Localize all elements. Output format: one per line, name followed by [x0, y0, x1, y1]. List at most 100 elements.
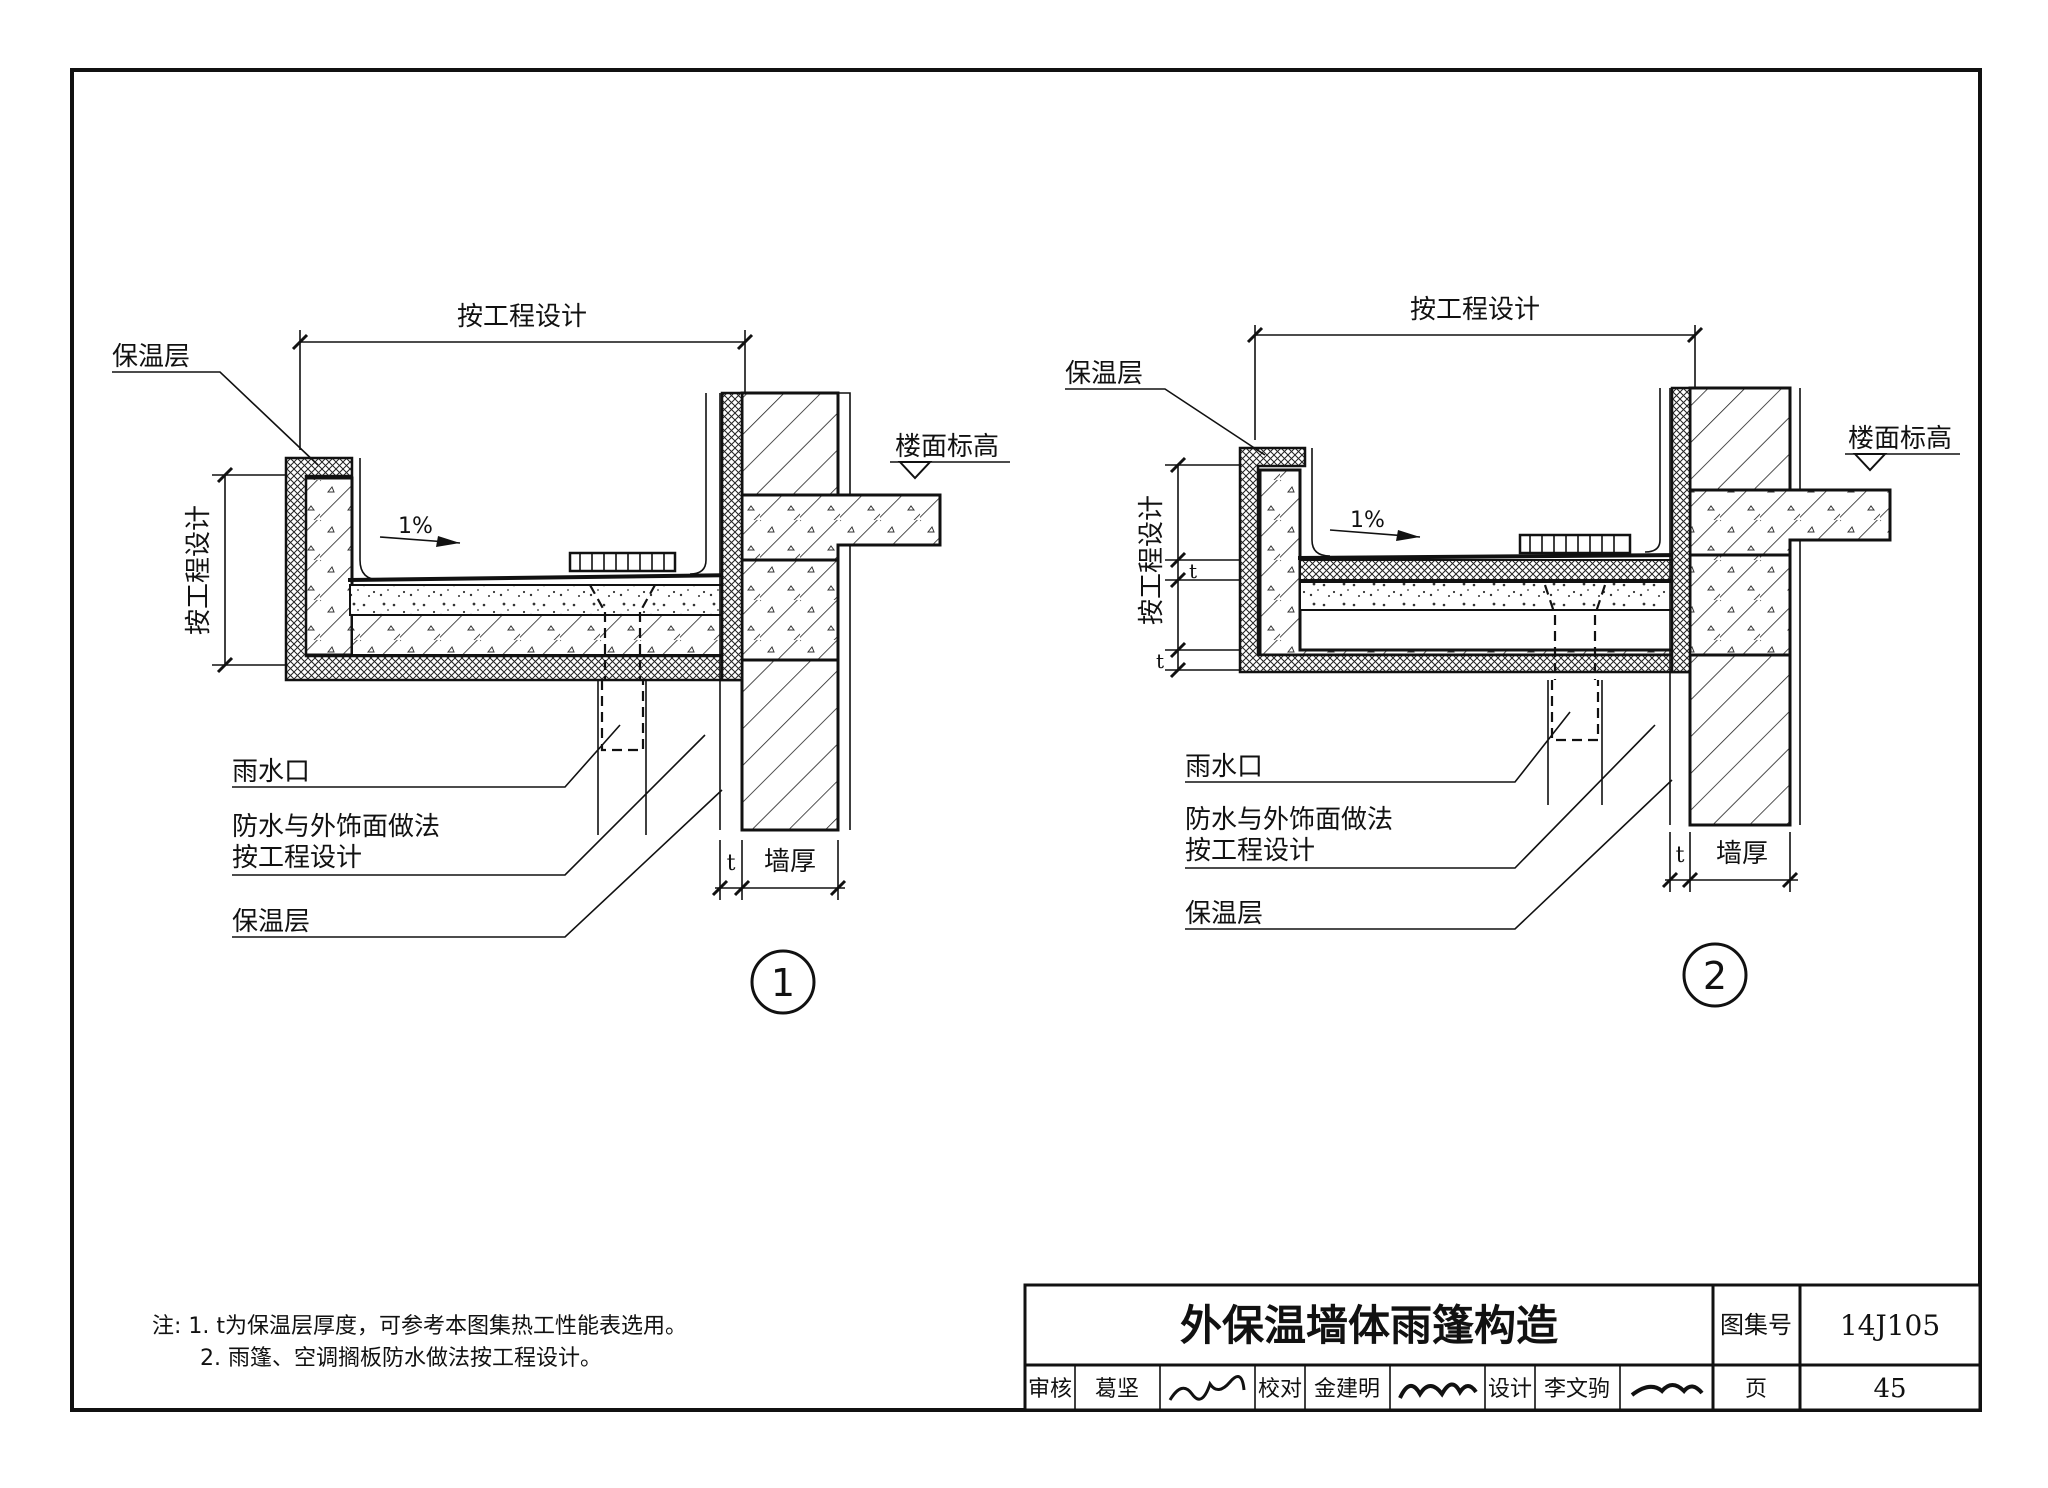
dimension-tick — [1686, 326, 1704, 344]
slope-label: 1% — [1350, 508, 1385, 533]
dimension-tick — [291, 333, 309, 351]
insulation-around-upturn — [1238, 446, 1692, 674]
insulation-wall — [1670, 386, 1692, 674]
wall-upper — [1688, 386, 1792, 492]
canopy-upturn — [300, 476, 354, 657]
checker-name: 金建明 — [1314, 1377, 1380, 1402]
detail-number-circle — [750, 949, 816, 1015]
reviewer-name: 葛坚 — [1095, 1377, 1139, 1402]
page-label: 页 — [1745, 1377, 1767, 1402]
floor-elevation-label: 楼面标高 — [1848, 424, 1952, 454]
design-label: 设计 — [1488, 1377, 1532, 1402]
floor-opening-line — [1790, 539, 1801, 825]
drain-funnel — [1543, 584, 1607, 616]
upturn-inner-line — [359, 458, 381, 581]
review-label: 审核 — [1028, 1377, 1072, 1402]
leader — [1185, 711, 1571, 783]
drain-pipe-upper — [1553, 615, 1597, 680]
leader — [232, 734, 706, 876]
insulation-top-label: 保温层 — [112, 342, 190, 372]
dimension-tick — [1781, 871, 1799, 889]
dimension-tick — [829, 879, 847, 897]
waterproof-label-1: 防水与外饰面做法 — [1185, 805, 1393, 835]
screed-layer — [349, 584, 743, 616]
slope-arrowhead — [436, 536, 460, 547]
dimension-tick — [1169, 456, 1187, 474]
floor-opening-line — [838, 392, 851, 496]
top-insulation-layer — [1299, 559, 1691, 581]
dimension-tick — [733, 879, 751, 897]
detail-number: 1 — [771, 961, 795, 1005]
wall-lower — [1688, 653, 1792, 827]
wall-lower — [740, 658, 840, 832]
leader — [232, 789, 723, 938]
top-dimension-label: 按工程设计 — [1410, 295, 1540, 325]
waterproof-label-2: 按工程设计 — [232, 843, 362, 873]
leader — [1065, 388, 1266, 456]
insulation-bottom-label: 保温层 — [1185, 899, 1263, 929]
drain-pipe — [600, 680, 645, 752]
insulation-bottom-label: 保温层 — [232, 907, 310, 937]
dimension-tick — [1169, 661, 1187, 679]
side-dimension-label: 按工程设计 — [184, 505, 214, 635]
wall-thickness-label: 墙厚 — [764, 847, 816, 877]
title-block: 外保温墙体雨篷构造 图集号 14J105 审核 葛坚 校对 金建明 设计 李文驹… — [1023, 1283, 1982, 1412]
waterproof-membrane — [347, 573, 743, 582]
leader — [1185, 724, 1656, 869]
leader — [112, 371, 319, 466]
dimension-tick — [216, 656, 234, 674]
atlas-no: 14J105 — [1840, 1309, 1940, 1342]
upturn-inner-line — [1311, 448, 1331, 557]
elevation-marker — [897, 461, 933, 480]
t-label: t — [727, 851, 736, 876]
canopy-slab-body — [351, 609, 743, 656]
waterproof-label-2: 按工程设计 — [1185, 836, 1315, 866]
note-line-1: 注: 1. t为保温层厚度，可参考本图集热工性能表选用。 — [152, 1314, 687, 1339]
detail-1: 按工程设计 按工程设计 1% — [112, 302, 1010, 1015]
designer-name: 李文驹 — [1544, 1377, 1610, 1402]
floor-elevation-label: 楼面标高 — [895, 432, 999, 462]
dimension-tick — [1661, 871, 1679, 889]
waterproof-membrane — [1297, 553, 1691, 560]
dimension-tick — [736, 333, 754, 351]
drain-pipe-upper — [603, 612, 642, 680]
designer-signature — [1630, 1383, 1704, 1397]
note-line-2: 2. 雨篷、空调搁板防水做法按工程设计。 — [200, 1346, 602, 1371]
insulation-around-upturn — [284, 456, 744, 682]
dimension-tick — [1681, 871, 1699, 889]
wall-inner-line — [689, 393, 707, 575]
drain-funnel — [589, 584, 656, 613]
drain-pipe — [1550, 680, 1600, 742]
floor-opening-line — [838, 544, 851, 830]
page-number: 45 — [1873, 1374, 1906, 1404]
leader — [1185, 779, 1673, 930]
floor-slab — [740, 493, 942, 562]
leader — [232, 724, 621, 788]
drain-grate-bars — [579, 553, 665, 571]
side-dimension-label: 按工程设计 — [1137, 495, 1167, 625]
check-label: 校对 — [1258, 1377, 1302, 1402]
dimension-tick — [1169, 571, 1187, 589]
elevation-marker — [1852, 453, 1888, 472]
reviewer-signature — [1168, 1375, 1246, 1401]
floor-opening-line — [1790, 388, 1801, 491]
insulation-wall — [720, 391, 744, 682]
t-upper-label: t — [1189, 559, 1197, 583]
drawing-title: 外保温墙体雨篷构造 — [1180, 1301, 1558, 1350]
drain-grate-bars — [1529, 535, 1615, 553]
slope-arrowhead — [1396, 530, 1420, 541]
screed-layer — [1299, 581, 1691, 611]
detail-2: 按工程设计 按工程设计 t t 1% — [1065, 295, 1960, 1008]
detail-number-circle — [1682, 942, 1748, 1008]
checker-signature — [1398, 1382, 1478, 1399]
floor-slab — [1688, 488, 1892, 557]
drain-grate — [568, 551, 677, 573]
dimension-tick — [1169, 641, 1187, 659]
detail-number: 2 — [1703, 954, 1727, 998]
t-label: t — [1676, 843, 1685, 868]
top-dimension-label: 按工程设计 — [457, 302, 587, 332]
wall-upper — [740, 391, 840, 497]
atlas-no-label: 图集号 — [1720, 1311, 1792, 1339]
wall-inner-line — [1644, 388, 1661, 553]
